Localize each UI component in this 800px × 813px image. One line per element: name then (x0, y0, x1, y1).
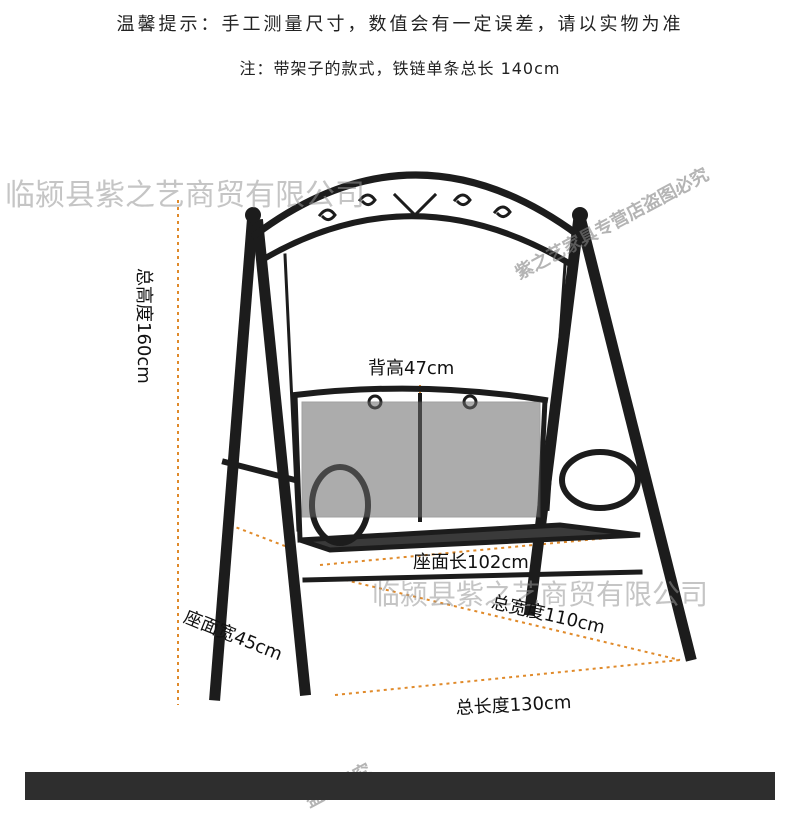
swing-frame (209, 171, 697, 701)
notice-line-1: 温馨提示：手工测量尺寸，数值会有一定误差，请以实物为准 (116, 14, 684, 35)
footer-bar (25, 772, 775, 800)
total-width-line (344, 579, 681, 661)
seat-width-line (229, 524, 291, 549)
total-height-label: 总高度160cm (133, 268, 154, 384)
seat-length-label: 座面长102cm (413, 552, 529, 573)
total-length-line (334, 659, 681, 696)
notice-line-2: 注：带架子的款式，铁链单条总长 140cm (239, 59, 561, 78)
mesh-back (301, 401, 541, 518)
back-height-label: 背高47cm (368, 358, 455, 379)
company-watermark-top: 临颍县紫之艺商贸有限公司 (5, 178, 365, 213)
company-watermark-bottom: 临颍县紫之艺商贸有限公司 (372, 578, 709, 611)
